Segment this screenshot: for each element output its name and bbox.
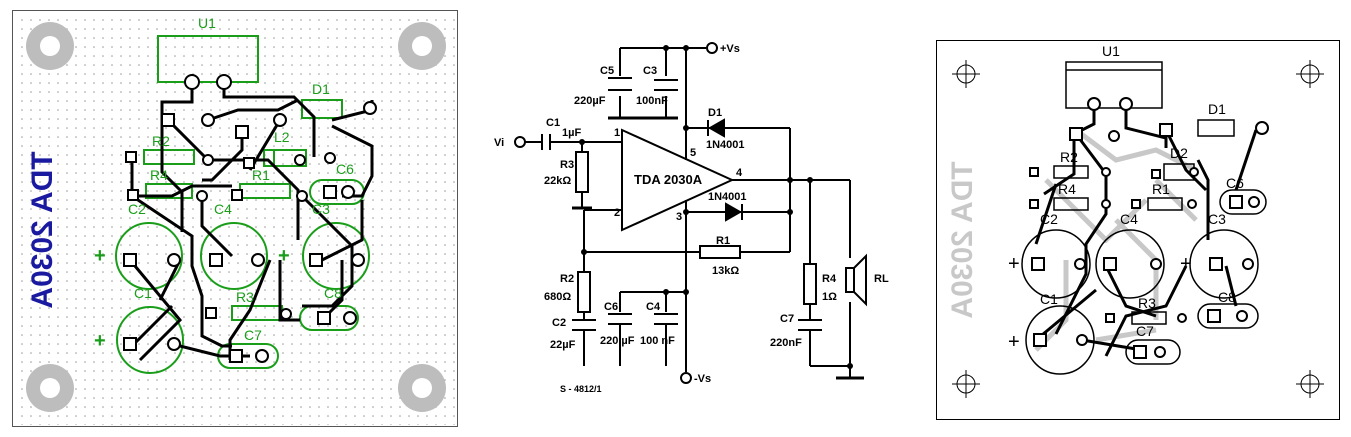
label-u1: U1	[198, 15, 216, 31]
dot-grid	[14, 12, 456, 425]
svg-text:R1: R1	[1152, 181, 1170, 197]
svg-text:D1: D1	[1208, 101, 1226, 117]
svg-text:C3: C3	[643, 65, 657, 77]
svg-text:C6: C6	[604, 301, 618, 313]
svg-text:1: 1	[614, 127, 620, 139]
mounting-crosshairs	[952, 60, 1324, 398]
svg-text:22µF: 22µF	[550, 339, 576, 351]
svg-text:TDA 2030A: TDA 2030A	[26, 151, 59, 308]
svg-text:1Ω: 1Ω	[822, 291, 837, 303]
svg-text:C7: C7	[1136, 323, 1154, 339]
svg-text:+: +	[1008, 253, 1020, 275]
polarity-marks: + + +	[1008, 253, 1192, 353]
svg-text:C2: C2	[1040, 211, 1058, 227]
pcb-color-drawing: TDA 2030A + + +	[12, 10, 458, 427]
svg-text:22kΩ: 22kΩ	[544, 175, 571, 187]
component-outlines	[115, 35, 370, 374]
svg-text:C4: C4	[646, 301, 661, 313]
svg-text:+: +	[94, 330, 106, 352]
svg-text:R2: R2	[1060, 149, 1078, 165]
schematic-terminals	[514, 42, 718, 384]
svg-text:+Vs: +Vs	[720, 43, 740, 55]
svg-text:C1: C1	[1040, 291, 1058, 307]
label-c6: C6	[336, 161, 354, 177]
svg-text:+: +	[278, 245, 290, 267]
label-c8: C8	[324, 285, 342, 301]
svg-text:S - 4812/1: S - 4812/1	[560, 384, 602, 394]
svg-text:680Ω: 680Ω	[544, 291, 571, 303]
svg-text:220nF: 220nF	[770, 337, 802, 349]
svg-text:TDA 2030A: TDA 2030A	[946, 161, 979, 318]
schematic-diagram: C5 220µF C3 100nF +Vs D1 1N4001 Vi C1 1µ…	[480, 20, 900, 420]
label-l2: L2	[274, 129, 290, 145]
mounting-holes	[26, 22, 446, 412]
pcb-layout-color: TDA 2030A + + +	[12, 10, 458, 427]
label-r2: R2	[152, 133, 170, 149]
svg-text:+: +	[1008, 331, 1020, 353]
component-labels: U1 D1 R2 L2 C6 R4 R1 C2 C4 C3 R3 C8 C1 C…	[128, 15, 354, 343]
svg-text:D1: D1	[708, 107, 722, 119]
svg-text:220 µF: 220 µF	[600, 335, 635, 347]
svg-text:-Vs: -Vs	[694, 373, 711, 385]
svg-text:5: 5	[690, 147, 696, 159]
svg-text:+: +	[1180, 253, 1192, 275]
label-r3: R3	[236, 289, 254, 305]
schematic-labels: C5 220µF C3 100nF +Vs D1 1N4001 Vi C1 1µ…	[494, 43, 889, 394]
polarity-marks: + + +	[94, 245, 290, 352]
svg-text:Vi: Vi	[494, 137, 504, 149]
svg-text:C5: C5	[600, 65, 614, 77]
label-d1: D1	[312, 81, 330, 97]
component-labels: U1 D1 R2 D2 C6 R4 R1 C2 C4 C3 R3 C8 C1 C…	[1040, 43, 1244, 339]
svg-text:13kΩ: 13kΩ	[712, 265, 739, 277]
label-c1: C1	[134, 285, 152, 301]
pcb-layout-mono: TDA 2030A	[936, 40, 1340, 420]
mirrored-chip-text: TDA 2030A	[946, 161, 979, 318]
pads	[123, 74, 377, 363]
svg-text:R2: R2	[560, 273, 574, 285]
copper-traces	[128, 82, 374, 362]
svg-text:RL: RL	[874, 273, 889, 285]
svg-text:R4: R4	[822, 273, 837, 285]
svg-text:C7: C7	[780, 313, 794, 325]
svg-text:C4: C4	[1120, 211, 1138, 227]
svg-text:1N4001: 1N4001	[706, 139, 745, 151]
svg-text:220µF: 220µF	[574, 95, 606, 107]
svg-text:D2: D2	[1170, 145, 1188, 161]
svg-text:TDA 2030A: TDA 2030A	[634, 172, 703, 187]
svg-text:R1: R1	[716, 235, 730, 247]
board-outline	[936, 40, 1340, 420]
svg-text:C2: C2	[552, 317, 566, 329]
svg-text:R3: R3	[560, 159, 574, 171]
svg-text:R3: R3	[1138, 295, 1156, 311]
svg-text:2: 2	[614, 207, 620, 219]
svg-text:C3: C3	[1208, 211, 1226, 227]
svg-text:C1: C1	[546, 117, 560, 129]
svg-text:R4: R4	[1058, 181, 1076, 197]
label-r1: R1	[252, 167, 270, 183]
label-r4: R4	[150, 167, 168, 183]
svg-text:C6: C6	[1226, 175, 1244, 191]
svg-text:4: 4	[736, 167, 743, 179]
schematic-drawing: C5 220µF C3 100nF +Vs D1 1N4001 Vi C1 1µ…	[494, 42, 889, 394]
svg-text:U1: U1	[1102, 43, 1120, 59]
svg-text:1N4001: 1N4001	[708, 191, 747, 203]
svg-text:C8: C8	[1218, 289, 1236, 305]
copper-traces	[1034, 104, 1258, 357]
label-c4: C4	[214, 201, 232, 217]
mirrored-chip-text: TDA 2030A	[26, 151, 59, 308]
schematic-wires	[525, 47, 867, 380]
label-c2: C2	[128, 201, 146, 217]
component-outlines	[1021, 61, 1267, 375]
pcb-mono-drawing: TDA 2030A	[936, 40, 1340, 420]
svg-text:1µF: 1µF	[562, 127, 581, 139]
svg-text:3: 3	[676, 211, 682, 223]
pads	[1029, 97, 1269, 359]
label-c7: C7	[244, 327, 262, 343]
svg-text:100nF: 100nF	[636, 95, 668, 107]
label-c3: C3	[312, 201, 330, 217]
svg-text:100 nF: 100 nF	[640, 335, 675, 347]
svg-text:+: +	[94, 245, 106, 267]
junction-dots	[579, 45, 853, 369]
